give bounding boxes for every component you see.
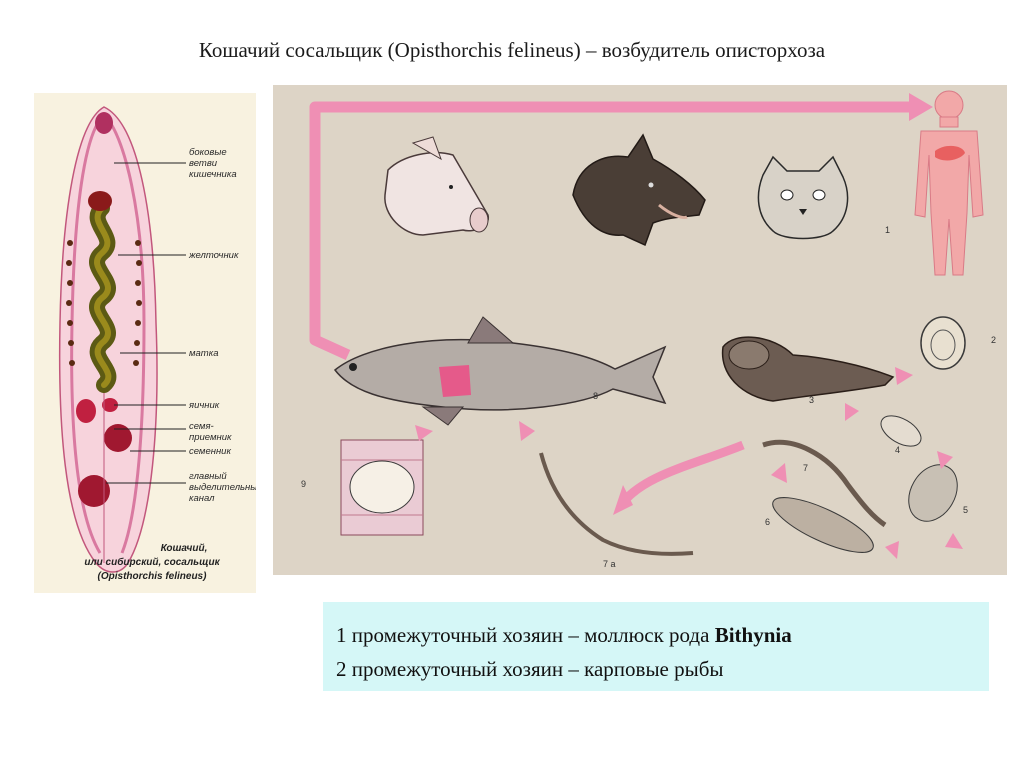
page-title: Кошачий сосальщик (Opisthorchis felineus… <box>198 38 826 62</box>
label-ovary: яичник <box>188 400 220 411</box>
stage-number-2: 2 <box>991 335 996 345</box>
arrow-cercaria-to-fish <box>617 440 745 508</box>
testis-anterior <box>104 424 132 452</box>
label-intestine: кишечника <box>189 169 237 180</box>
label-lateral-branches-2: ветви <box>189 158 218 169</box>
redia-icon <box>772 497 874 553</box>
cercaria-icon <box>762 439 887 528</box>
stage-arrows <box>415 367 963 559</box>
label-excretory-1: главный <box>189 471 227 482</box>
intermediate-hosts-box: 1 промежуточный хозяин – моллюск рода Bi… <box>323 602 989 691</box>
cercaria-7a-icon <box>539 452 694 556</box>
bithynia-snail-icon <box>721 336 895 402</box>
stage-number-6: 6 <box>765 517 770 527</box>
sporocyst-icon <box>908 464 958 522</box>
ovary <box>76 399 96 423</box>
miracidium-icon <box>880 415 922 447</box>
label-seminal-receptacle-2: приемник <box>189 432 232 443</box>
oral-sucker <box>95 112 113 134</box>
stage-number-5: 5 <box>963 505 968 515</box>
label-vitellarium: желточник <box>188 250 239 261</box>
human-figure <box>914 90 984 276</box>
dog-head-icon <box>572 133 706 247</box>
fluke-caption-3: (Opisthorchis felineus) <box>98 571 208 582</box>
fluke-caption-1: Кошачий, <box>161 543 208 554</box>
fluke-anatomy-figure: боковые ветви кишечника желточник матка … <box>34 93 263 593</box>
pig-head-icon <box>384 136 489 236</box>
stage-number-7a: 7 a <box>603 559 616 569</box>
metacercaria-icon <box>340 439 424 536</box>
first-intermediate-host: 1 промежуточный хозяин – моллюск рода Bi… <box>336 623 792 647</box>
second-intermediate-host: 2 промежуточный хозяин – карповые рыбы <box>336 657 724 681</box>
fluke-caption-2: или сибирский, сосальщик <box>84 556 220 568</box>
testis-posterior <box>78 475 110 507</box>
label-excretory-2: выделительный <box>189 482 256 493</box>
stage-number-3: 3 <box>809 395 814 405</box>
stage-number-1: 1 <box>885 225 890 235</box>
stage-number-9: 9 <box>301 479 306 489</box>
stage-number-4: 4 <box>895 445 900 455</box>
carp-fish-icon <box>333 316 667 426</box>
bithynia-genus: Bithynia <box>714 623 792 647</box>
arrow-fish-to-host <box>309 101 913 361</box>
stage-number-7: 7 <box>803 463 808 473</box>
life-cycle-figure: 1 2 3 4 5 6 7 7 a 8 9 <box>273 85 1007 575</box>
liver-icon <box>935 145 965 161</box>
vitellaria <box>66 240 142 366</box>
egg-icon <box>920 316 966 370</box>
stage-number-8: 8 <box>593 391 598 401</box>
cat-head-icon <box>757 155 849 240</box>
label-lateral-branches: боковые <box>189 147 227 158</box>
label-uterus: матка <box>189 348 218 359</box>
label-excretory-3: канал <box>189 493 215 504</box>
label-seminal-receptacle-1: семя- <box>189 421 214 432</box>
seminal-receptacle <box>102 398 118 412</box>
label-testis: семенник <box>189 446 231 457</box>
